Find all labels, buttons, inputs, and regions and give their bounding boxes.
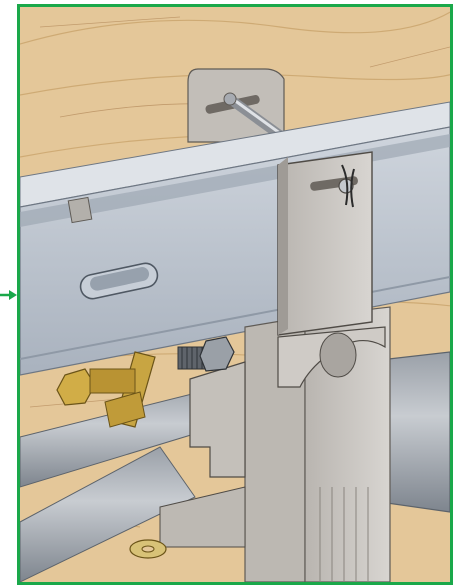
callout-arrow-icon [0, 290, 17, 300]
gusset-plate [159, 361, 246, 548]
cad-assembly-render [20, 7, 450, 582]
saddle-clamp [277, 326, 386, 388]
brass-fitting [56, 351, 156, 428]
front-bracket-plate [277, 151, 373, 336]
washer [129, 539, 167, 559]
image-frame [17, 4, 453, 585]
hex-bolt [177, 336, 235, 372]
